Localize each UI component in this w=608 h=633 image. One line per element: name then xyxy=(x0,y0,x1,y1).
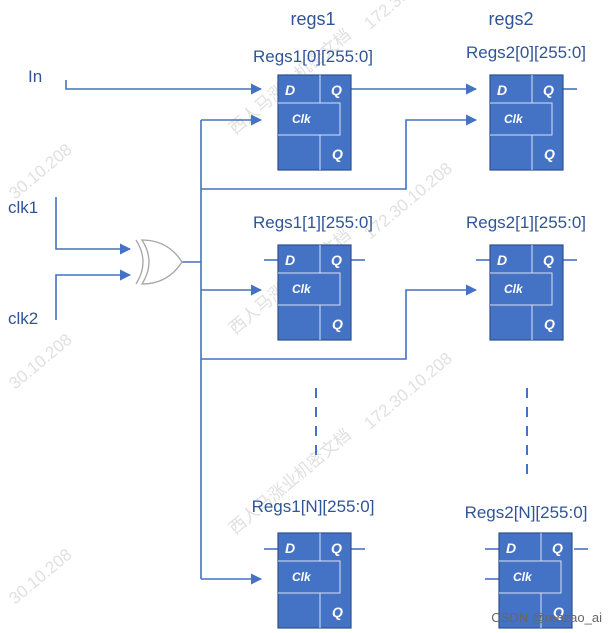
regs2-0-d-pin: D xyxy=(497,82,507,98)
regs2-1-body xyxy=(489,244,564,341)
regs1-n-q-pin: Q xyxy=(331,540,342,556)
regs2-1-q-pin: Q xyxy=(543,252,554,268)
regs1-0-d-pin: D xyxy=(285,82,295,98)
regs2-0-clk-pin: Clk xyxy=(504,112,524,126)
regs1-0-divider-right xyxy=(319,75,341,170)
credit-text: CSDN @renzao_ai xyxy=(491,610,602,625)
regs2-0-label: Regs2[0][255:0] xyxy=(466,43,586,62)
in-label: In xyxy=(28,67,42,86)
regs2-0-divider-right xyxy=(531,75,553,170)
regs2-1-clk-pin: Clk xyxy=(504,282,524,296)
regs2-n-clk-pin: Clk xyxy=(513,570,533,584)
regs2-1-d-pin: D xyxy=(497,252,507,268)
watermark-ip-2: 30.10.208 xyxy=(5,330,75,393)
regs2-n-qbar-pin: Q xyxy=(553,604,564,620)
clk-r2-0 xyxy=(201,114,478,190)
regs1-0-q-pin: Q xyxy=(331,82,342,98)
regs2-0-q-pin: Q xyxy=(543,82,554,98)
regs2-1-label: Regs2[1][255:0] xyxy=(466,213,586,232)
in-wire xyxy=(65,80,263,95)
regs2-n-divider-right xyxy=(540,533,562,628)
regs2-0-qbar-pin: Q xyxy=(544,146,555,162)
watermark-ip-1: 30.10.208 xyxy=(5,140,75,203)
watermark-ip-6: 172.30.10.208 xyxy=(360,349,455,433)
regs1-n-qbar-pin: Q xyxy=(332,604,343,620)
regs1-1-label: Regs1[1][255:0] xyxy=(253,213,373,232)
regs1-0-label: Regs1[0][255:0] xyxy=(253,47,373,66)
regs2-1-qbar-pin: Q xyxy=(544,316,555,332)
regs1-0-body xyxy=(277,74,352,171)
regs1-1-body xyxy=(277,244,352,341)
xor-gate-icon xyxy=(135,239,183,285)
regs2-1-divider-right xyxy=(531,245,553,340)
watermark-ip-3: 30.10.208 xyxy=(5,545,75,608)
regs1-n-d-pin: D xyxy=(285,540,295,556)
regs1-n-body xyxy=(277,532,352,629)
regs2-n-d-pin: D xyxy=(506,540,516,556)
clk-r2-1 xyxy=(201,284,478,360)
regs1-1-clk-pin: Clk xyxy=(292,282,312,296)
clk2-wire xyxy=(55,269,132,320)
regs1-1-d-pin: D xyxy=(285,252,295,268)
clk1-label: clk1 xyxy=(8,198,38,217)
watermark-ip-4: 172.30.10.208 xyxy=(360,0,455,33)
regs1-1-divider-right xyxy=(319,245,341,340)
watermark-ip-5: 172.30.10.208 xyxy=(360,159,455,243)
regs1-column-title: regs1 xyxy=(290,9,335,29)
watermark: 30.10.208 30.10.208 30.10.208 172.30.10.… xyxy=(5,0,455,608)
regs2-0-body xyxy=(489,74,564,171)
regs1-n-clk-pin: Clk xyxy=(292,570,312,584)
watermark-text-3: 西人马涨业机密文档 xyxy=(225,425,354,538)
clk1-wire xyxy=(55,197,132,255)
regs1-1-q-pin: Q xyxy=(331,252,342,268)
regs1-n-divider-right xyxy=(319,533,341,628)
regs1-0-clk-pin: Clk xyxy=(292,112,312,126)
clk2-label: clk2 xyxy=(8,309,38,328)
regs2-n-q-pin: Q xyxy=(552,540,563,556)
regs2-column-title: regs2 xyxy=(488,9,533,29)
wires xyxy=(55,80,588,585)
regs2-n-label: Regs2[N][255:0] xyxy=(465,503,588,522)
regs2-n-body xyxy=(498,532,573,629)
regs1-1-qbar-pin: Q xyxy=(332,316,343,332)
regs1-n-label: Regs1[N][255:0] xyxy=(252,497,375,516)
regs1-0-qbar-pin: Q xyxy=(332,146,343,162)
